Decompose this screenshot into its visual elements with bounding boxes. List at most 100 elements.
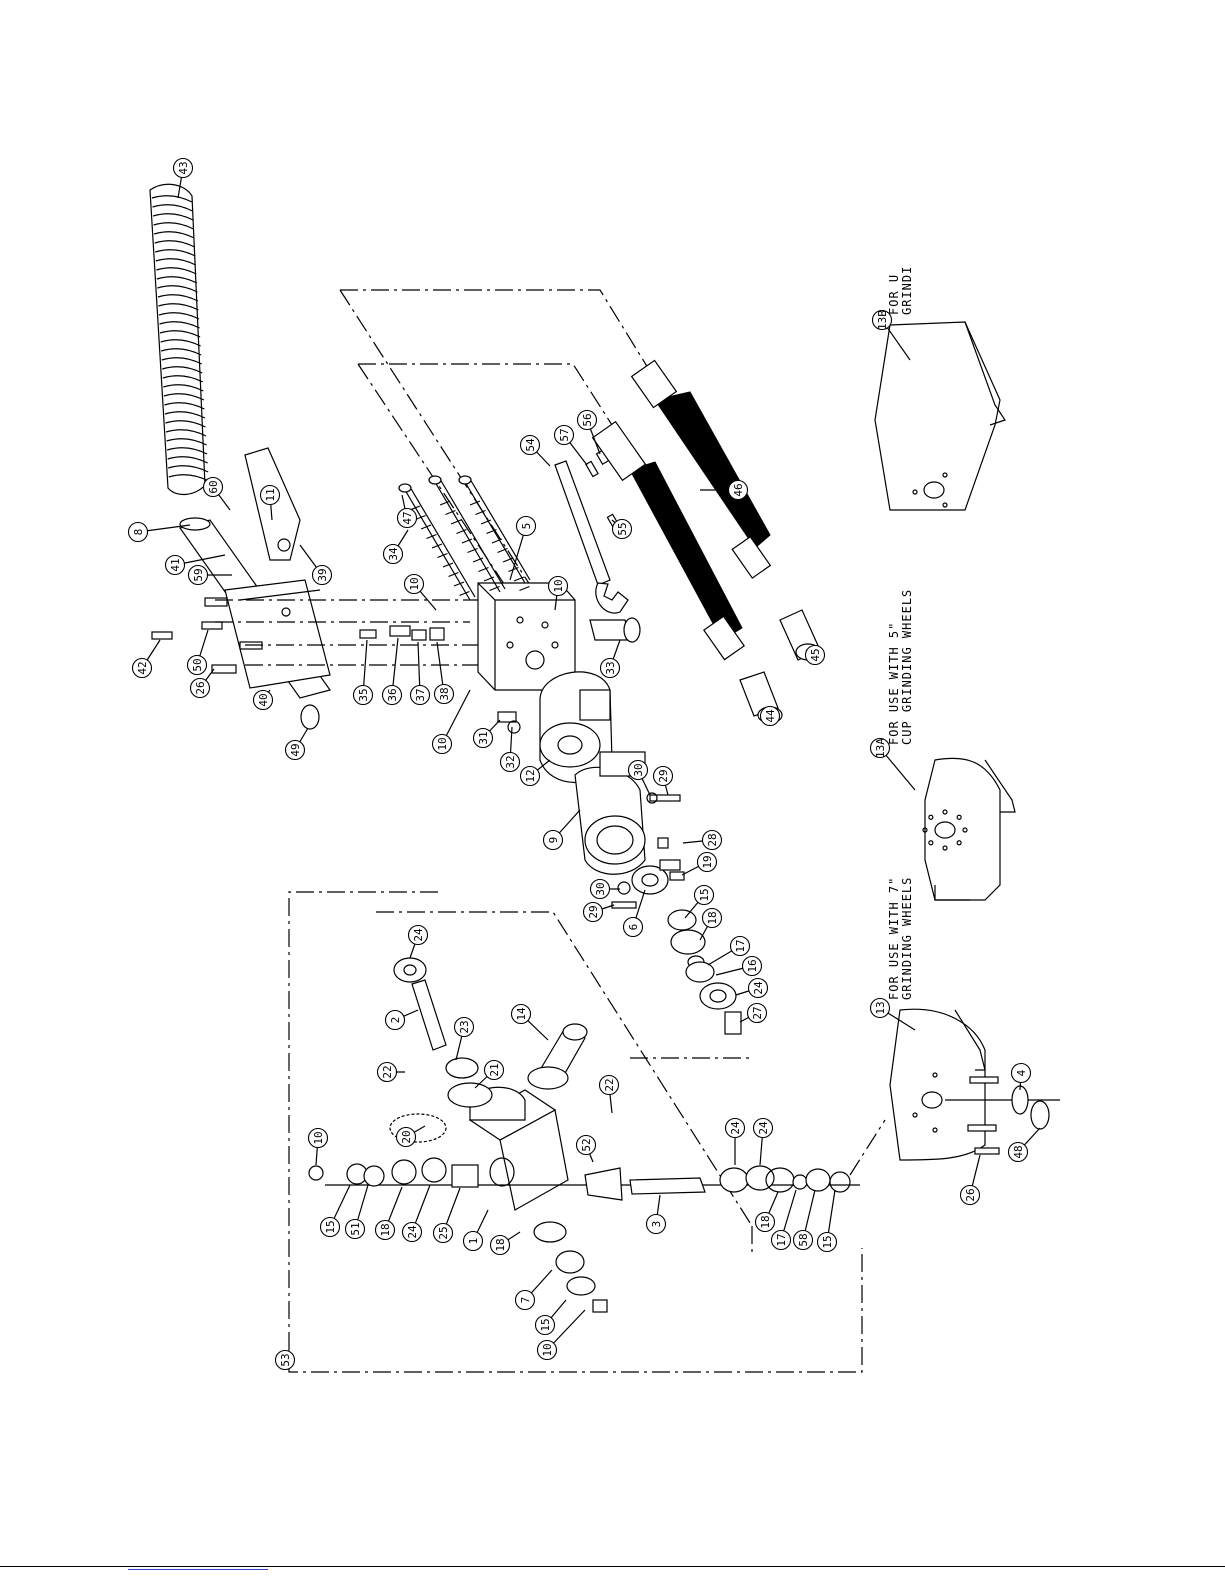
balloon-label: 22 [381, 1065, 394, 1078]
gear-head-1 [468, 1086, 569, 1211]
part-balloon: 30 [627, 759, 649, 781]
balloon-circle [645, 1213, 667, 1235]
balloon-label: 18 [494, 1238, 507, 1251]
spring-turn [461, 538, 473, 544]
balloon-label: 35 [357, 688, 370, 701]
phantom-lines [288, 289, 886, 1373]
spring-turn [469, 500, 481, 506]
balloon-circle [514, 1289, 536, 1311]
balloon-label: 56 [581, 413, 594, 426]
part-balloon: 40 [252, 689, 274, 711]
balloon-circle [381, 684, 403, 706]
part-balloon: 50 [186, 654, 208, 676]
part-balloon: 18 [701, 907, 723, 929]
part-balloon: 52 [575, 1134, 597, 1156]
part-balloon: 15 [693, 884, 715, 906]
coil-turn [166, 438, 207, 446]
balloon-circle [701, 907, 723, 929]
balloon-label: 47 [401, 511, 414, 524]
balloon-circle [453, 1016, 475, 1038]
balloon-label: 9 [547, 837, 560, 844]
part-balloon: 6 [622, 916, 644, 938]
balloon-label: 13B [876, 310, 889, 330]
coil-turn [161, 348, 202, 356]
balloon-label: 32 [504, 755, 517, 768]
coil-turn [158, 303, 199, 311]
balloon-label: 54 [524, 438, 537, 452]
balloon-circle [727, 479, 749, 501]
coil-turn [158, 312, 200, 320]
part-balloon: 27 [746, 1002, 768, 1024]
balloon-circle [164, 554, 186, 576]
coil-turn [153, 222, 194, 230]
balloon-label: 26 [964, 1188, 977, 1201]
spring-turn [439, 500, 451, 506]
guard-hole [922, 827, 928, 833]
balloon-circle [582, 901, 604, 923]
part-balloon: 24 [724, 1117, 746, 1139]
balloon-circle [652, 765, 674, 787]
coil-turn [164, 402, 205, 410]
part-balloon: 5 [515, 515, 537, 537]
balloon-circle [186, 654, 208, 676]
balloon-circle [187, 564, 209, 586]
spring-turn [513, 576, 525, 582]
balloon-label: 30 [594, 882, 607, 895]
part-balloon: 33 [599, 657, 621, 679]
balloon-circle [376, 1061, 398, 1083]
balloon-circle [816, 1231, 838, 1253]
balloon-label: 24 [729, 1121, 742, 1135]
coil-turn [162, 366, 203, 374]
balloon-circle [131, 657, 153, 679]
balloon-circle [869, 737, 891, 759]
part-balloon: 43 [172, 157, 194, 179]
part-balloon: 2 [384, 1009, 406, 1031]
balloon-circle [1007, 1141, 1029, 1163]
balloon-circle [519, 765, 541, 787]
balloon-label: 48 [1012, 1145, 1025, 1158]
balloon-label: 30 [632, 763, 645, 776]
balloon-circle [746, 1002, 768, 1024]
handle-14 [527, 1023, 588, 1090]
part-balloon: 26 [189, 677, 211, 699]
coil-turn [164, 411, 206, 419]
guard-hole [956, 840, 962, 846]
balloon-circle [622, 916, 644, 938]
balloon-label: 15 [324, 1220, 337, 1233]
balloon-circle [489, 1234, 511, 1256]
balloon-circle [409, 684, 431, 706]
part-balloon: 29 [582, 901, 604, 923]
spring-turn [475, 509, 486, 516]
balloon-circle [611, 518, 633, 540]
balloon-circle [804, 644, 826, 666]
guard-hole [942, 809, 948, 815]
spring-turn [459, 590, 470, 597]
balloon-label: 16 [746, 959, 759, 972]
balloon-label: 60 [207, 480, 220, 493]
small-screws-middle [497, 711, 685, 909]
left-stack [308, 1157, 479, 1188]
balloon-label: 53 [279, 1353, 292, 1366]
footer-rule [0, 1566, 1225, 1567]
note-13B-line1: FOR U [887, 274, 901, 315]
part-balloon: 26 [959, 1184, 981, 1206]
balloon-label: 51 [349, 1222, 362, 1235]
balloon-circle [259, 484, 281, 506]
footer-link-underline[interactable] [128, 1569, 268, 1570]
spring-turn [415, 514, 426, 521]
balloon-circle [599, 657, 621, 679]
guard-hole [942, 845, 948, 851]
spring-turn [450, 519, 462, 525]
balloon-label: 17 [775, 1233, 788, 1246]
balloon-circle [576, 409, 598, 431]
balloon-label: 15 [698, 888, 711, 901]
part-balloon: 59 [187, 564, 209, 586]
retainer-6 [631, 859, 681, 895]
part-balloon: 24 [401, 1221, 423, 1243]
part-balloon: 15 [534, 1314, 556, 1336]
part-balloon: 18 [374, 1219, 396, 1241]
balloon-circle [384, 1009, 406, 1031]
part-balloon: 54 [519, 434, 541, 456]
coil-turn [167, 456, 208, 464]
balloon-circle [395, 1126, 417, 1148]
